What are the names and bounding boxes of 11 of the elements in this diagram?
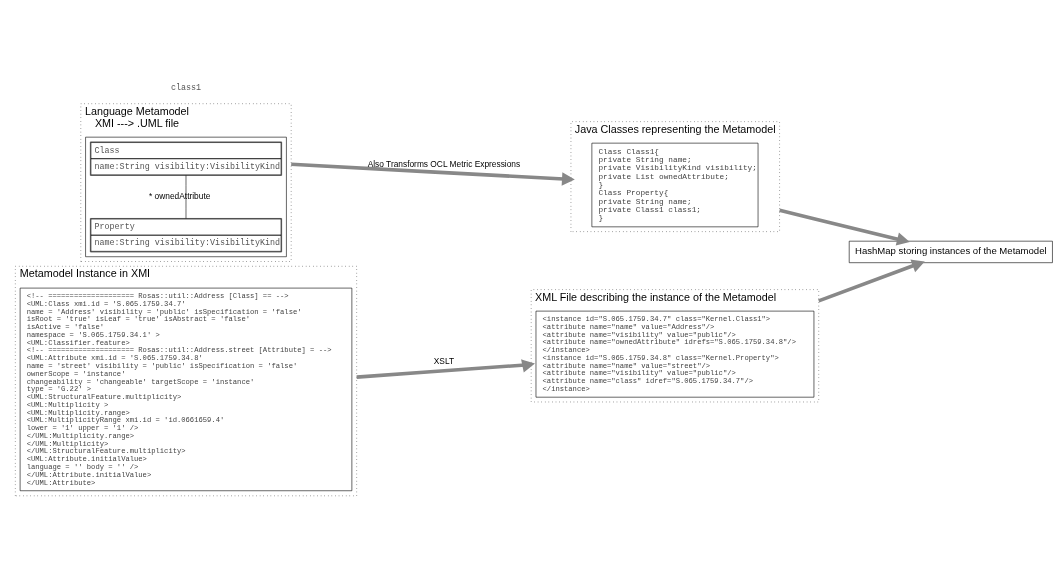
cluster [85, 136, 287, 258]
arrow [779, 208, 910, 246]
edge-label: Also Transforms OCL Metric Expressions [367, 158, 521, 169]
arrow [291, 162, 575, 186]
label: class1 [170, 83, 202, 94]
node-box: HashMap storing instances of the Metamodel [848, 240, 1053, 263]
arrow [818, 259, 925, 303]
connector [185, 175, 187, 219]
edge-label: * ownedAttribute [149, 191, 211, 202]
edge-label: XSLT [433, 355, 455, 366]
arrow [356, 359, 535, 379]
